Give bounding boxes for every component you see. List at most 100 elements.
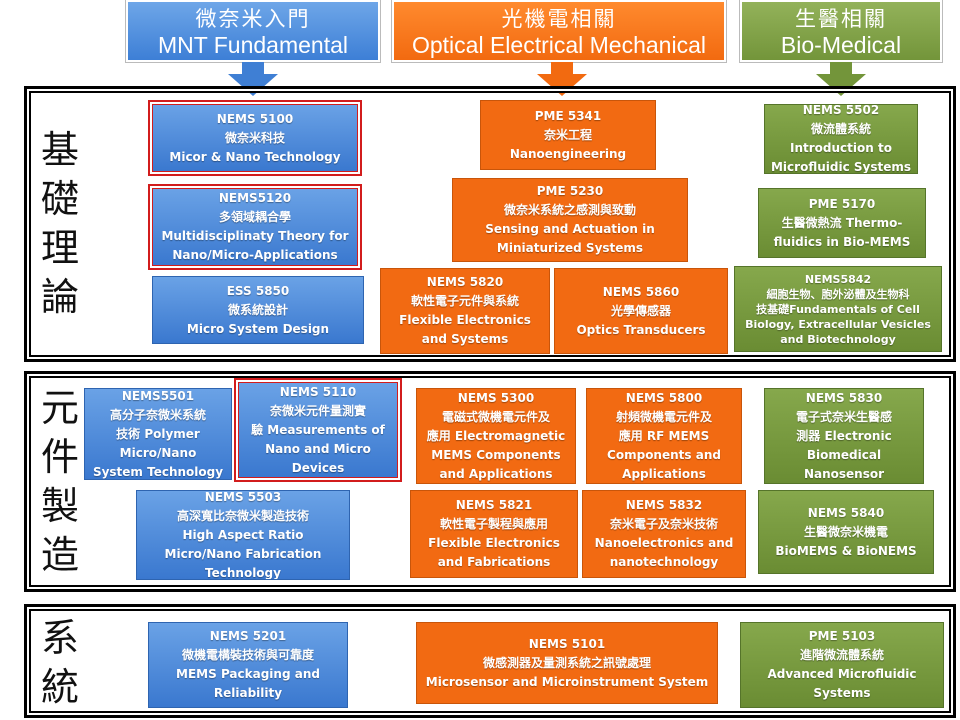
course-title-line: Micro System Design <box>186 321 330 336</box>
course-title-line: 電子式奈米生醫感 <box>795 409 892 424</box>
course-title-line: Reliability <box>213 686 283 700</box>
course-title-line: 技術 Polymer <box>116 426 200 441</box>
course-code: PME 5230 <box>536 184 604 198</box>
course-title-line: Technology <box>205 565 281 580</box>
course-title-line: 微系統設計 <box>227 302 288 317</box>
section-label-char: 製 <box>40 484 79 528</box>
course-nems-5820[interactable]: NEMS 5820 軟性電子元件與系統 Flexible Electronics an… <box>380 268 550 354</box>
course-title-line: Micor & Nano Technology <box>169 149 341 164</box>
course-title-line: Components and <box>607 447 721 462</box>
section-label-char: 基 <box>40 128 79 172</box>
header-mnt-zh: 微奈米入門 <box>195 7 311 31</box>
course-code: NEMS 5820 <box>426 275 504 289</box>
arrow-down-icon <box>537 62 587 96</box>
course-title-line: Nanoengineering <box>509 146 627 161</box>
course-code: NEMS 5821 <box>455 498 533 512</box>
course-title-line: 多領域耦合學 <box>218 210 291 224</box>
course-title-line: Microfluidic Systems <box>770 160 911 174</box>
course-code: NEMS 5110 <box>279 384 357 399</box>
course-title-line: Nano and Micro <box>265 441 371 456</box>
course-code: NEMS 5300 <box>457 390 535 405</box>
course-title-line: 應用 RF MEMS <box>618 428 710 443</box>
course-title-line: BioMEMS & BioNEMS <box>775 543 917 558</box>
course-title-line: Advanced Microfluidic <box>767 667 917 681</box>
section-label-char: 造 <box>40 533 79 577</box>
course-title-line: MEMS Components <box>431 447 561 462</box>
course-nems-5120[interactable]: NEMS5120 多領域耦合學 Multidisciplinaty Theory f… <box>152 188 358 266</box>
course-title-line: 微流體系統 <box>810 122 871 136</box>
course-nems-5832[interactable]: NEMS 5832 奈米電子及奈米技術 Nanoelectronics and nan… <box>582 490 746 578</box>
course-code: NEMS 5503 <box>204 490 282 504</box>
course-code: NEMS 5100 <box>216 111 294 126</box>
course-title-line: 生醫微奈米機電 <box>803 524 888 539</box>
course-title-line: nanotechnology <box>609 555 719 569</box>
course-title-line: Nanosensor <box>803 466 885 481</box>
course-title-line: 奈米電子及奈米技術 <box>609 517 718 531</box>
course-title-line: System Technology <box>92 464 224 479</box>
header-mnt-fundamental: 微奈米入門 MNT Fundamental <box>126 0 380 62</box>
course-title-line: Systems <box>813 686 871 700</box>
course-code: NEMS 5201 <box>209 629 287 643</box>
course-code: NEMS 5502 <box>802 104 880 117</box>
course-code: NEMS 5101 <box>528 636 606 651</box>
section-device-fabrication <box>24 371 956 592</box>
course-title-line: 光學傳感器 <box>610 303 671 318</box>
arrow-down-icon <box>816 62 866 96</box>
course-title-line: Micro/Nano <box>119 445 197 460</box>
course-title-line: Nanoelectronics and <box>594 536 734 550</box>
header-bio-zh: 生醫相關 <box>795 7 887 31</box>
course-code: NEMS 5830 <box>805 390 883 405</box>
section-label-device-fabrication: 元件製造 <box>36 384 84 580</box>
course-title-line: and Systems <box>421 332 509 346</box>
course-title-line: 驗 Measurements of <box>251 422 385 437</box>
course-code: PME 5341 <box>534 108 602 123</box>
header-oem-en: Optical Electrical Mechanical <box>411 32 706 58</box>
course-code: NEMS5842 <box>804 272 872 286</box>
course-nems-5502[interactable]: NEMS 5502 微流體系統 Introduction to Microfluidi… <box>764 104 918 174</box>
header-bio-en: Bio-Medical <box>780 32 902 58</box>
section-label-char: 論 <box>40 275 79 319</box>
header-oem-zh: 光機電相關 <box>501 7 617 31</box>
course-title-line: 應用 Electromagnetic <box>426 428 566 443</box>
course-title-line: High Aspect Ratio <box>182 527 304 542</box>
course-title-line: 軟性電子製程與應用 <box>439 517 548 531</box>
course-code: NEMS 5832 <box>625 498 703 512</box>
section-label-char: 礎 <box>40 177 79 221</box>
course-code: PME 5103 <box>808 629 876 643</box>
course-code: NEMS5120 <box>218 191 292 205</box>
arrow-down-icon <box>228 62 278 96</box>
course-title-line: 軟性電子元件與系統 <box>410 294 519 308</box>
course-title-line: MEMS Packaging and <box>176 667 320 681</box>
course-title-line: Introduction to <box>790 141 892 155</box>
header-mnt-en: MNT Fundamental <box>157 32 349 58</box>
course-title-line: and Biotechnology <box>780 332 896 346</box>
course-title-line: 生醫微熱流 Thermo- <box>781 215 903 230</box>
course-title-line: 微機電構裝技術與可靠度 <box>181 648 314 662</box>
course-title-line: 測器 Electronic <box>796 428 892 443</box>
course-title-line: Multidisciplinaty Theory for <box>161 229 349 243</box>
section-label-char: 件 <box>40 435 79 479</box>
course-title-line: Micro/Nano Fabrication <box>164 546 322 561</box>
section-fundamental-theory <box>24 86 956 362</box>
section-label-systems: 系統 <box>36 614 84 712</box>
course-title-line: Flexible Electronics <box>399 313 531 327</box>
section-label-char: 系 <box>40 616 79 660</box>
